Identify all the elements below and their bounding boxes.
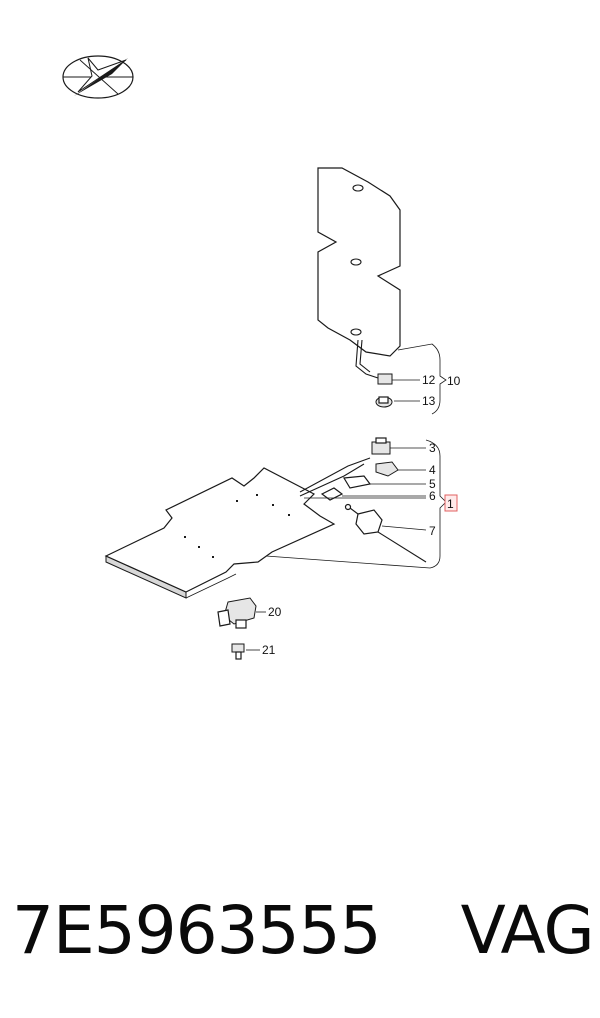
callout-6: 6 [429, 489, 436, 503]
sensor-7 [344, 503, 427, 563]
connector-4 [375, 461, 426, 477]
clip-21 [231, 643, 260, 660]
bracket-10 [397, 343, 447, 415]
clip-13 [375, 396, 420, 408]
callout-10: 10 [447, 374, 461, 388]
callout-5: 5 [429, 477, 436, 491]
callout-4: 4 [429, 463, 436, 477]
part-number-footer: 7E5963555 VAG [12, 888, 600, 974]
backrest-heating-element [317, 167, 401, 379]
control-unit-20 [217, 597, 266, 629]
bracket-1 [265, 439, 447, 569]
brand-name: VAG [460, 892, 595, 969]
connector-3 [371, 437, 426, 455]
callout-12: 12 [422, 373, 436, 387]
part-number: 7E5963555 [12, 892, 382, 969]
callout-1[interactable]: 1 [447, 497, 454, 511]
seat-perforations [184, 494, 290, 558]
connector-12 [377, 373, 420, 385]
cover-5 [342, 475, 426, 489]
callout-21: 21 [262, 643, 276, 657]
callout-13: 13 [422, 394, 436, 408]
callout-7: 7 [429, 524, 436, 538]
callout-20: 20 [268, 605, 282, 619]
seat-heating-element [104, 467, 336, 599]
callout-3: 3 [429, 441, 436, 455]
brand-logo [62, 55, 134, 99]
callout-1-highlight[interactable]: 1 [444, 494, 458, 512]
